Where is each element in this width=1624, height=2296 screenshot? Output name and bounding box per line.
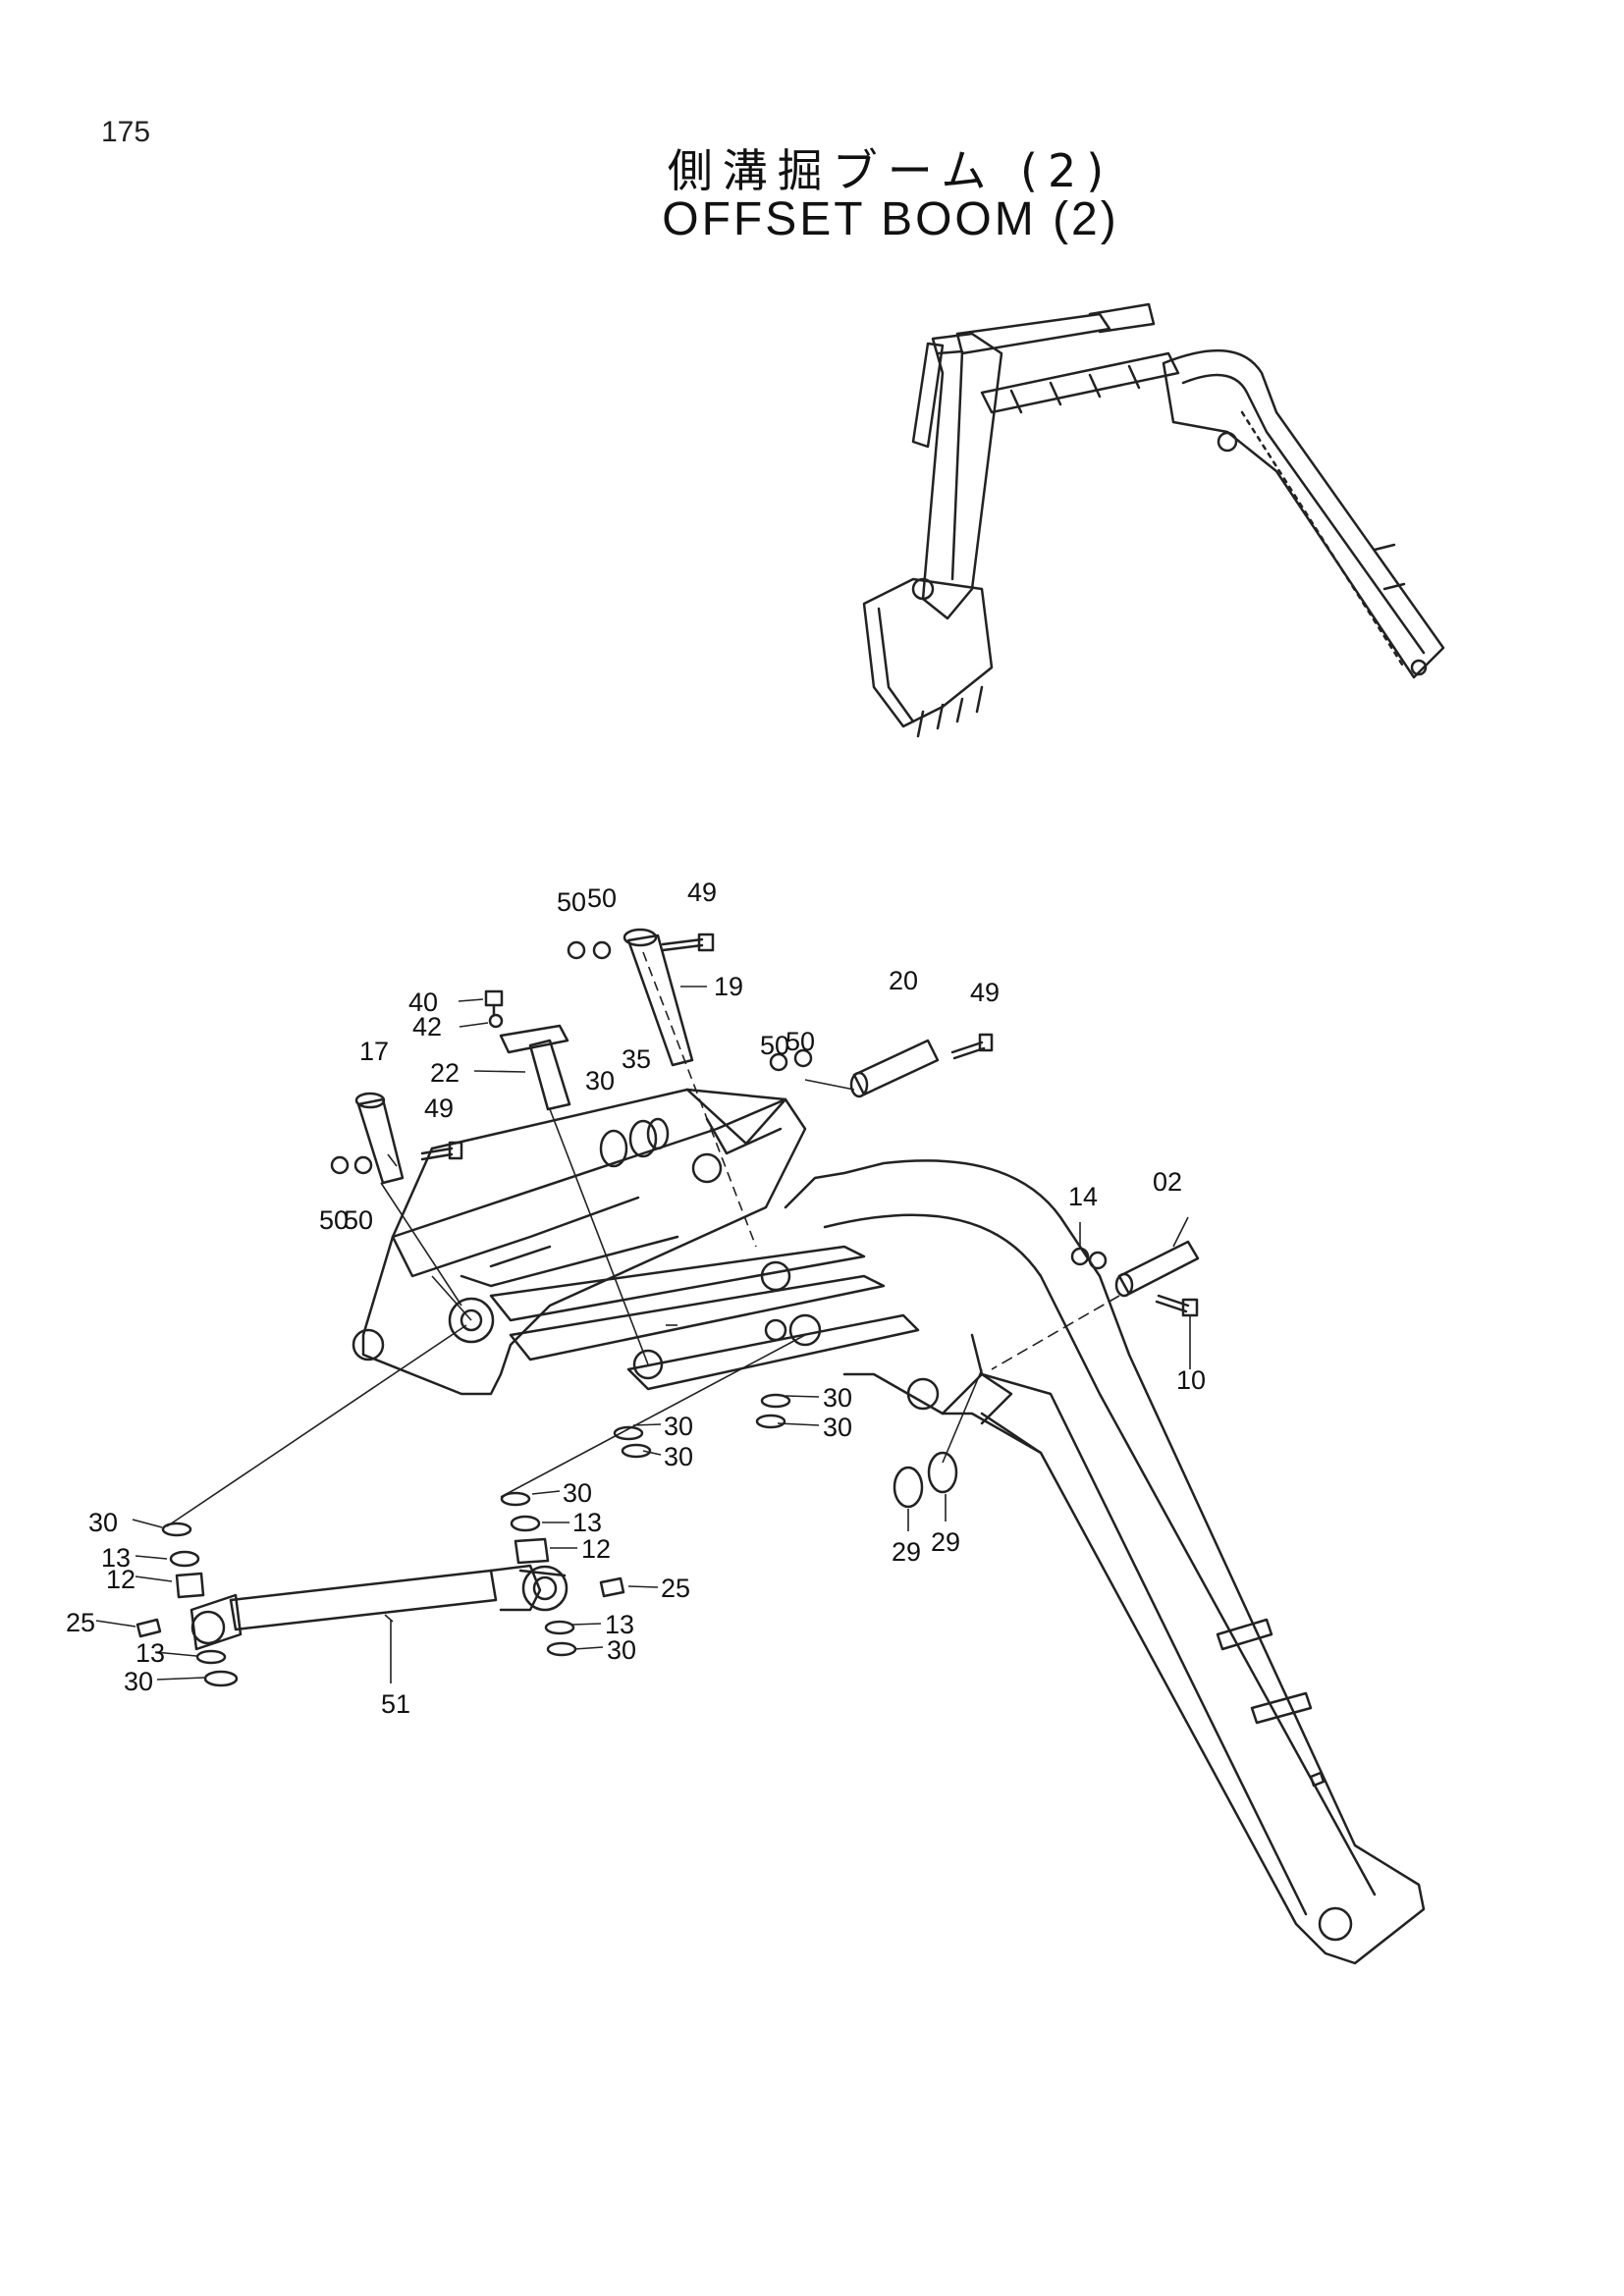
leader-lines — [95, 986, 1191, 1683]
callout-label: 51 — [381, 1689, 410, 1719]
spacer-35 — [628, 1119, 658, 1158]
callout-label: 13 — [605, 1610, 634, 1639]
callout-label: 50 — [785, 1027, 815, 1056]
callout-label: 20 — [889, 966, 918, 995]
callout-label: 19 — [714, 972, 743, 1001]
callout-label: 25 — [66, 1608, 95, 1637]
callout-label: 50 — [760, 1031, 789, 1060]
callout-label: 17 — [359, 1037, 389, 1066]
grease-fitting-25 — [599, 1576, 625, 1598]
spacer-29 — [927, 1451, 958, 1494]
bolt-49-left — [420, 1141, 463, 1161]
bolt-10 — [1155, 1294, 1199, 1317]
callout-label: 50 — [319, 1205, 349, 1235]
callout-label: 40 — [408, 988, 438, 1017]
seal-13 — [544, 1620, 575, 1635]
washer-30 — [203, 1670, 239, 1687]
offset-cylinder — [189, 1564, 568, 1651]
callout-label: 14 — [1068, 1182, 1098, 1211]
assembly-lines — [166, 951, 1120, 1527]
callout-label: 49 — [687, 878, 717, 907]
title-japanese: 側溝掘ブーム (2) — [667, 144, 1114, 197]
nut-50 — [353, 1155, 373, 1175]
callout-label: 30 — [823, 1413, 852, 1442]
bushing-12 — [514, 1537, 550, 1565]
overview-attachment-illustration — [862, 302, 1445, 738]
seal-13 — [169, 1550, 200, 1568]
washer-42 — [488, 1013, 504, 1029]
offset-bracket — [352, 1088, 807, 1396]
grease-fitting-25 — [135, 1618, 162, 1638]
washer-30 — [546, 1641, 577, 1657]
nut-50 — [330, 1155, 350, 1175]
nut-14 — [1070, 1247, 1090, 1266]
bushing-12 — [175, 1572, 205, 1599]
title-english: OFFSET BOOM (2) — [662, 193, 1119, 245]
washer-30 — [621, 1443, 652, 1459]
seal-13 — [510, 1515, 541, 1532]
link-plates — [448, 1245, 920, 1391]
nut-50 — [769, 1052, 788, 1072]
callout-label: 29 — [892, 1537, 921, 1567]
washer-30 — [161, 1522, 192, 1537]
callout-label: 35 — [622, 1044, 651, 1074]
callout-label: 10 — [1176, 1365, 1206, 1395]
spacer-35b — [646, 1117, 670, 1150]
spacer-30 — [599, 1129, 628, 1168]
callout-label: 30 — [664, 1442, 693, 1471]
callout-label: 49 — [970, 978, 1000, 1007]
callout-label: 30 — [823, 1383, 852, 1413]
nut-50 — [793, 1048, 813, 1068]
pin-20 — [849, 1039, 940, 1098]
washer-30 — [760, 1393, 791, 1409]
seal-13 — [195, 1649, 227, 1665]
callout-label: 50 — [557, 887, 586, 917]
washer-30 — [755, 1414, 786, 1429]
spacer-29 — [893, 1466, 924, 1509]
callout-label: 13 — [572, 1508, 602, 1537]
callout-label: 42 — [412, 1012, 442, 1041]
callout-label: 13 — [101, 1543, 131, 1573]
pin-22 — [499, 1024, 571, 1111]
nut-50 — [592, 940, 612, 960]
boom — [784, 1159, 1426, 1965]
callout-label: 02 — [1153, 1167, 1182, 1197]
callout-label: 12 — [106, 1565, 135, 1594]
callout-label: 49 — [424, 1094, 454, 1123]
pin-02 — [1114, 1240, 1200, 1298]
page-number: 175 — [101, 116, 151, 148]
callout-label: 12 — [581, 1534, 611, 1564]
callout-label: 30 — [563, 1478, 592, 1508]
fitting-40 — [484, 989, 504, 1017]
callout-label: 30 — [664, 1412, 693, 1441]
bolt-49-top — [661, 933, 715, 952]
nut-14 — [1088, 1251, 1108, 1270]
callout-label: 30 — [585, 1066, 615, 1095]
callout-labels: 50 50 49 19 40 42 20 49 50 50 17 22 30 3… — [66, 878, 1206, 1719]
callout-label: 50 — [587, 883, 617, 913]
callout-label: 30 — [88, 1508, 118, 1537]
pin-19 — [623, 928, 694, 1067]
callout-label: 13 — [135, 1638, 165, 1668]
nut-50 — [567, 940, 586, 960]
callout-label: 29 — [931, 1527, 960, 1557]
pin-17 — [354, 1092, 405, 1185]
callout-label: 30 — [124, 1667, 153, 1696]
bolt-49-right — [950, 1033, 994, 1060]
callout-label: 25 — [661, 1574, 690, 1603]
callout-label: 50 — [344, 1205, 373, 1235]
washer-30 — [500, 1491, 531, 1507]
washer-30 — [613, 1425, 644, 1441]
callout-label: 22 — [430, 1058, 460, 1088]
callout-label: 30 — [607, 1635, 636, 1665]
